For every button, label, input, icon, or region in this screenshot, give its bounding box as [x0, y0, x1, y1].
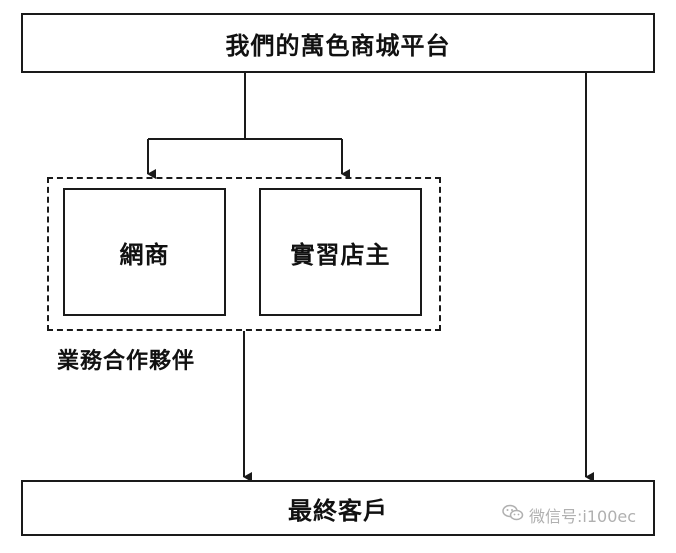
shop-owner-box: 實習店主: [259, 188, 422, 316]
online-merchant-box: 網商: [63, 188, 226, 316]
platform-box: 我們的萬色商城平台: [21, 13, 655, 73]
customer-box: 最終客戶: [21, 480, 655, 536]
shop-owner-label: 實習店主: [290, 239, 391, 269]
partner-group-label: 業務合作夥伴: [57, 348, 196, 374]
partner-group-box: [47, 177, 441, 331]
online-merchant-label: 網商: [119, 239, 170, 269]
watermark-text: 微信号:i100ec: [529, 507, 637, 526]
platform-label: 我們的萬色商城平台: [225, 30, 451, 60]
watermark: 微信号:i100ec: [502, 503, 636, 527]
customer-label: 最終客戶: [288, 495, 388, 525]
wechat-icon: [502, 504, 524, 526]
